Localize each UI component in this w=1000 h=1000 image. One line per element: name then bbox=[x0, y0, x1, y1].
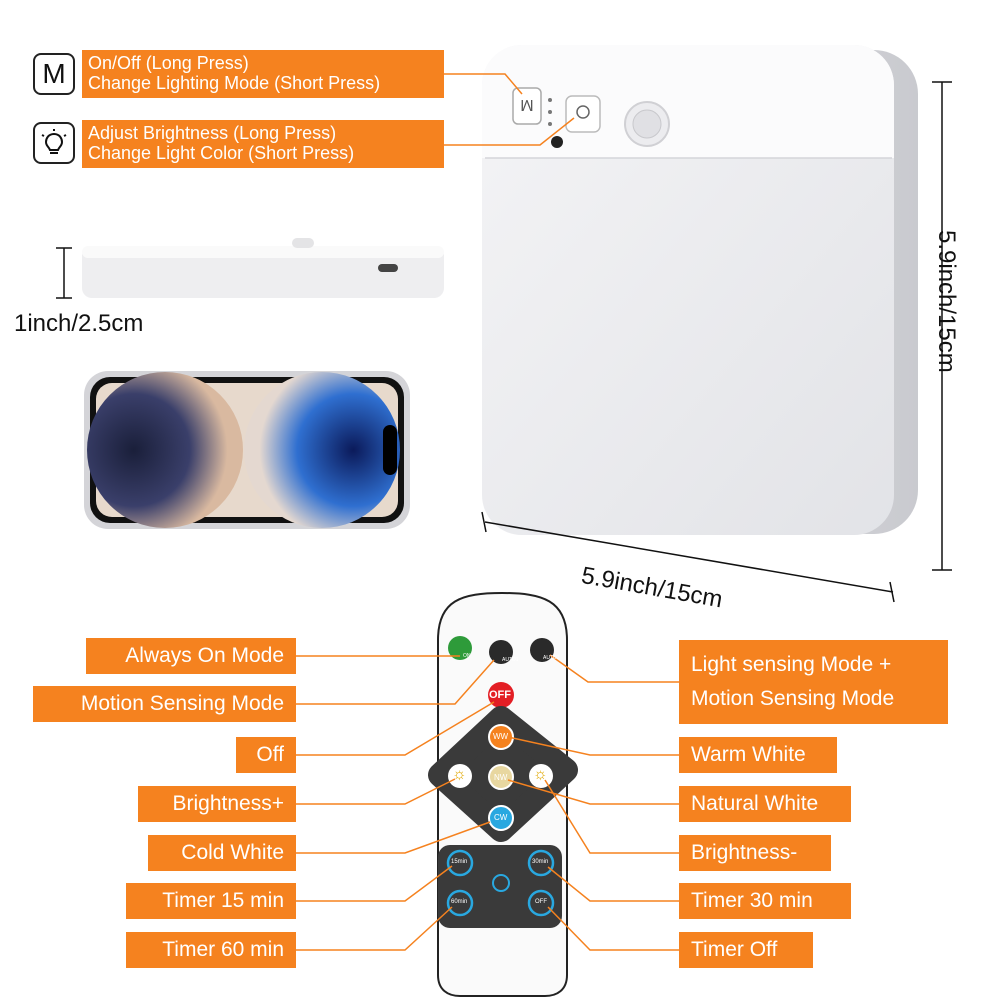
off-button-label: OFF bbox=[489, 689, 511, 701]
top-connectors bbox=[444, 73, 575, 146]
light-line-1: Adjust Brightness (Long Press) bbox=[88, 123, 337, 143]
mode-button-glyph: M bbox=[33, 53, 75, 95]
label-timer-30-min: Timer 30 min bbox=[679, 883, 851, 919]
mode-glyph: M bbox=[42, 58, 66, 89]
auto2-button-label: AUTO2 bbox=[543, 655, 560, 661]
label-brightness-minus: Brightness- bbox=[679, 835, 831, 871]
width-dimension bbox=[481, 511, 895, 603]
label-timer-off: Timer Off bbox=[679, 932, 813, 968]
thickness-label: 1inch/2.5cm bbox=[14, 310, 144, 337]
brightness-plus-icon: ☼ bbox=[452, 766, 467, 783]
label-timer-60-min: Timer 60 min bbox=[126, 932, 296, 968]
label-timer-15-min: Timer 15 min bbox=[126, 883, 296, 919]
timer-15-label: 15min bbox=[451, 859, 468, 865]
light-panel: M bbox=[482, 45, 918, 535]
mode-line-2: Change Lighting Mode (Short Press) bbox=[88, 73, 381, 93]
cw-button-label: CW bbox=[494, 813, 508, 822]
mode-line-1: On/Off (Long Press) bbox=[88, 53, 249, 73]
label-light-motion-sensing: Light sensing Mode + Motion Sensing Mode bbox=[679, 640, 948, 724]
ww-button-label: WW bbox=[493, 732, 509, 741]
label-light-sensing-line: Light sensing Mode + bbox=[691, 653, 892, 676]
bulb-icon bbox=[33, 122, 75, 164]
nw-button-label: NW bbox=[494, 773, 508, 782]
on-button-label: ON bbox=[463, 653, 471, 659]
label-cold-white: Cold White bbox=[148, 835, 296, 871]
label-natural-white: Natural White bbox=[679, 786, 851, 822]
timer-60-label: 60min bbox=[451, 899, 468, 905]
label-motion-sensing-line: Motion Sensing Mode bbox=[691, 687, 895, 710]
phone-illustration bbox=[84, 371, 410, 529]
brightness-minus-icon: ☼ bbox=[533, 766, 548, 783]
thickness-dimension bbox=[56, 247, 72, 299]
label-motion-sensing-mode: Motion Sensing Mode bbox=[33, 686, 296, 722]
auto1-button-label: AUTO1 bbox=[502, 657, 519, 663]
side-view bbox=[82, 238, 444, 298]
remote-connectors bbox=[296, 654, 679, 951]
light-button-description: Adjust Brightness (Long Press) Change Li… bbox=[82, 120, 444, 168]
timer-off-label: OFF bbox=[535, 899, 547, 905]
label-warm-white: Warm White bbox=[679, 737, 837, 773]
height-label: 5.9inch/15cm bbox=[933, 230, 960, 373]
label-brightness-plus: Brightness+ bbox=[138, 786, 296, 822]
light-line-2: Change Light Color (Short Press) bbox=[88, 143, 355, 163]
mode-button-description: On/Off (Long Press) Change Lighting Mode… bbox=[82, 50, 444, 98]
label-off: Off bbox=[236, 737, 296, 773]
svg-text:M: M bbox=[520, 96, 533, 113]
height-dimension bbox=[932, 81, 952, 571]
remote-control bbox=[428, 591, 578, 997]
label-always-on-mode: Always On Mode bbox=[86, 638, 296, 674]
timer-30-label: 30min bbox=[532, 859, 549, 865]
